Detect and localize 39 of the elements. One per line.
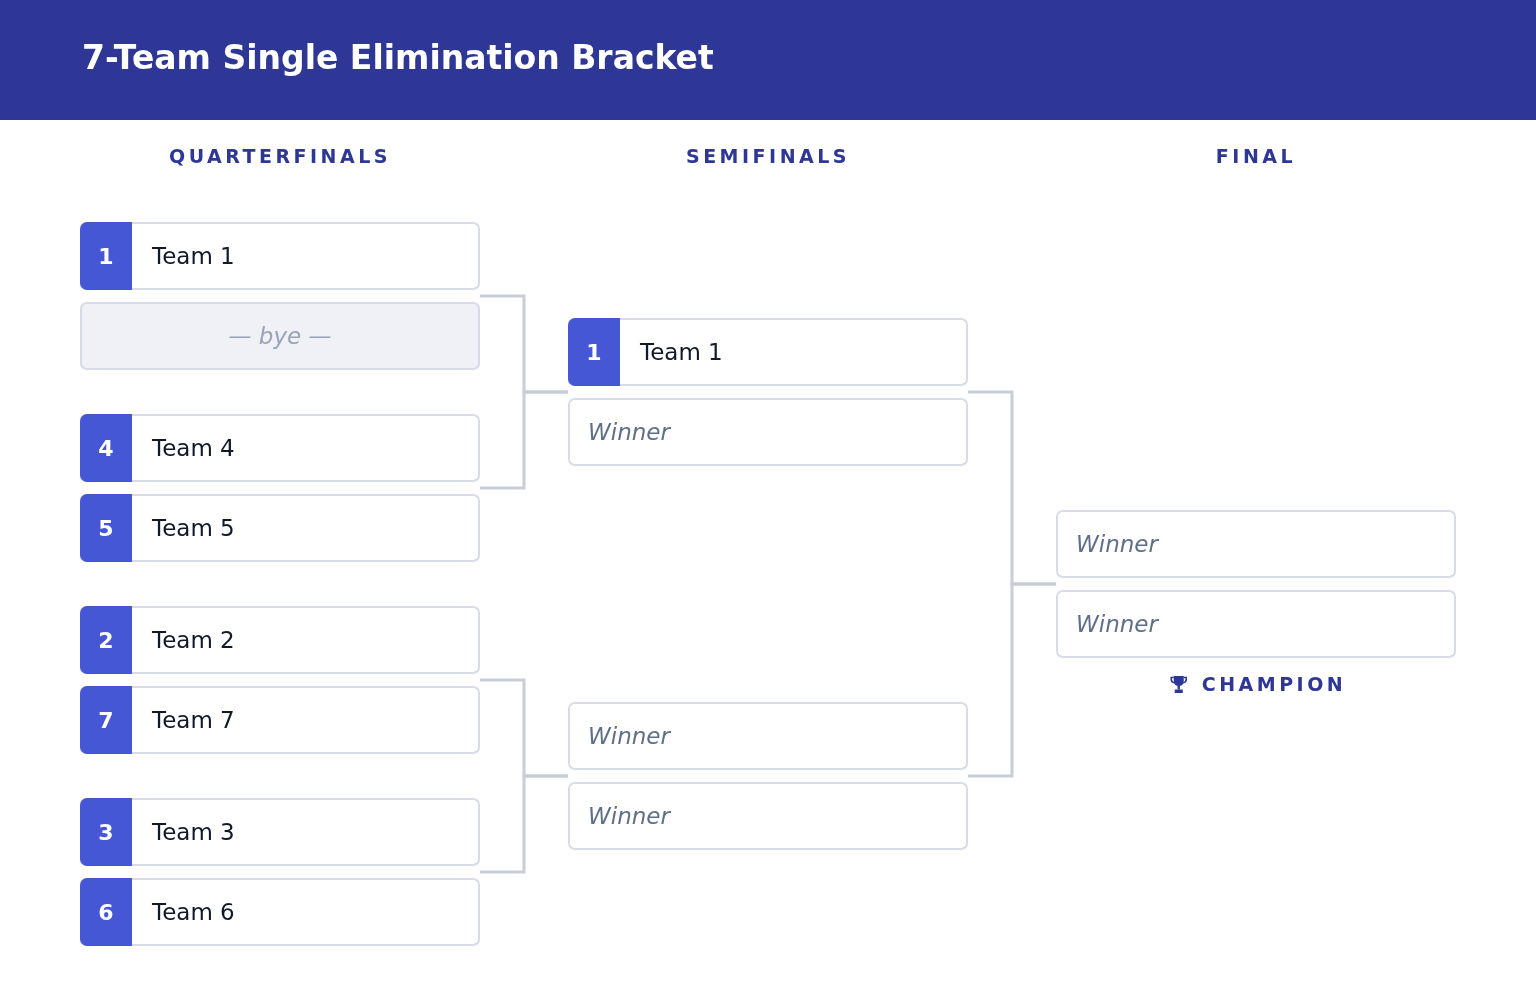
team-slot (568, 318, 968, 386)
team-slot (80, 686, 480, 754)
bracket-connector (480, 390, 568, 490)
team-name: Team 2 (152, 626, 235, 654)
champion-label: CHAMPION (1201, 672, 1347, 696)
winner-field: Winner (1056, 590, 1456, 658)
team-name: Team 1 (152, 242, 235, 270)
team-name: Team 4 (152, 434, 235, 462)
winner-field: Winner (568, 398, 968, 466)
seed-badge: 5 (80, 494, 132, 562)
seed-badge: 4 (80, 414, 132, 482)
team-slot (80, 878, 480, 946)
team-slot (80, 606, 480, 674)
seed-badge: 3 (80, 798, 132, 866)
team-name: Team 3 (152, 818, 235, 846)
winner-field: Winner (568, 702, 968, 770)
round-heading: QUARTERFINALS (169, 144, 391, 168)
seed-badge: 1 (80, 222, 132, 290)
winner-field: Winner (1056, 510, 1456, 578)
seed-badge: 7 (80, 686, 132, 754)
round-heading: SEMIFINALS (685, 144, 851, 168)
bye-label: — bye — (228, 322, 332, 350)
team-name: Team 7 (152, 706, 235, 734)
bye-slot (80, 302, 480, 370)
team-slot (80, 494, 480, 562)
team-slot (80, 798, 480, 866)
seed-badge: 6 (80, 878, 132, 946)
diagram-title: 7-Team Single Elimination Bracket (82, 37, 714, 79)
seed-badge: 1 (568, 318, 620, 386)
team-slot (80, 414, 480, 482)
team-slot (80, 222, 480, 290)
team-name: Team 6 (152, 898, 235, 926)
team-name: Team 1 (640, 338, 723, 366)
bracket-connector (968, 582, 1056, 778)
winner-field: Winner (568, 782, 968, 850)
team-name: Team 5 (152, 514, 235, 542)
seed-badge: 2 (80, 606, 132, 674)
bracket-connector (480, 774, 568, 874)
round-heading: FINAL (1215, 144, 1297, 168)
